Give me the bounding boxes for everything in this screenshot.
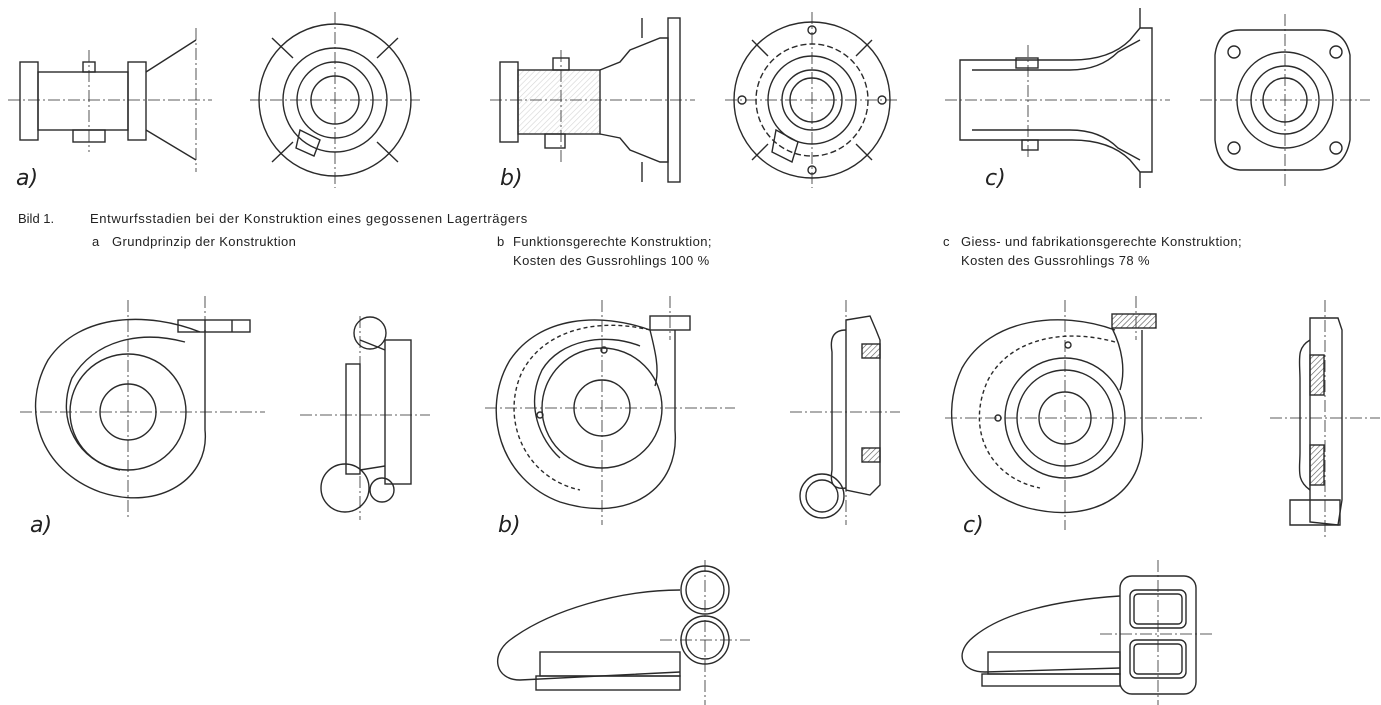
fig1-caption-c-line1: Giess- und fabrikationsgerechte Konstruk… — [961, 234, 1243, 249]
fig1-c-front-view — [1200, 14, 1370, 186]
fig1-a-side-view — [8, 28, 212, 172]
fig1-caption-a-text: Grundprinzip der Konstruktion — [112, 234, 297, 249]
fig1-b-side-view — [490, 17, 695, 183]
fig1-caption-number: Bild 1. — [18, 211, 55, 226]
fig1-label-c: c) — [985, 166, 1006, 191]
fig2-label-b: b) — [498, 513, 521, 538]
fig2-a-spiral-view — [20, 296, 265, 520]
fig1-c-side-view — [945, 8, 1170, 188]
fig1-b-front-view — [725, 12, 900, 188]
fig1-caption-b-line2: Kosten des Gussrohlings 100 % — [513, 253, 710, 268]
fig1-caption-a-letter: a — [92, 234, 100, 249]
fig2-b-top-view — [497, 560, 750, 705]
fig1-a-front-view — [250, 12, 420, 188]
fig2-b-section-view — [790, 300, 900, 525]
fig1-label-b: b) — [500, 166, 523, 191]
fig2-a-section-view — [300, 316, 430, 520]
fig2-label-c: c) — [963, 513, 984, 538]
fig1-caption-b-letter: b — [497, 234, 505, 249]
fig1-caption-title: Entwurfsstadien bei der Konstruktion ein… — [90, 211, 528, 226]
fig2-label-a: a) — [30, 513, 53, 538]
fig2-c-spiral-view — [945, 296, 1205, 530]
fig1-caption-c-line2: Kosten des Gussrohlings 78 % — [961, 253, 1150, 268]
fig2-b-spiral-view — [485, 296, 735, 525]
fig1-caption-b-line1: Funktionsgerechte Konstruktion; — [513, 234, 712, 249]
fig2-c-top-view — [961, 560, 1215, 705]
fig1-label-a: a) — [16, 166, 39, 191]
fig2-c-section-view — [1270, 300, 1380, 540]
fig1-caption-c-letter: c — [943, 234, 950, 249]
